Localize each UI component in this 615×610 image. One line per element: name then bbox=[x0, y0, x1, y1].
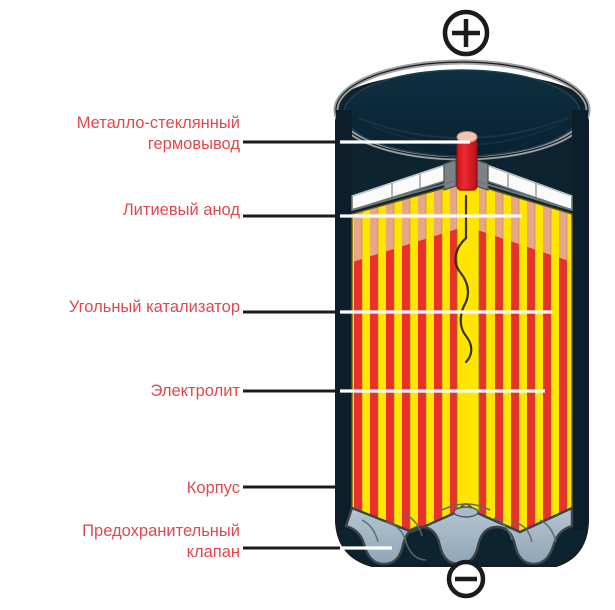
label-lithium-anode: Литиевый анод bbox=[122, 201, 240, 219]
metal-glass-seal bbox=[351, 159, 573, 212]
label-casing: Корпус bbox=[186, 479, 240, 497]
label-safety-valve: Предохранительный клапан bbox=[82, 522, 240, 561]
electrode-roll bbox=[352, 182, 572, 532]
label-carbon-catalyst: Угольный катализатор bbox=[68, 298, 240, 316]
label-metal-glass-seal: Металло-стеклянный гермовывод bbox=[76, 114, 240, 153]
leader-lines bbox=[243, 140, 552, 550]
anode-lead-wire bbox=[454, 194, 473, 364]
label-electrolyte: Электролит bbox=[150, 382, 240, 400]
positive-post bbox=[456, 131, 478, 191]
positive-terminal-symbol bbox=[442, 9, 490, 57]
negative-terminal-symbol bbox=[446, 559, 486, 599]
stripe-group bbox=[354, 182, 568, 532]
